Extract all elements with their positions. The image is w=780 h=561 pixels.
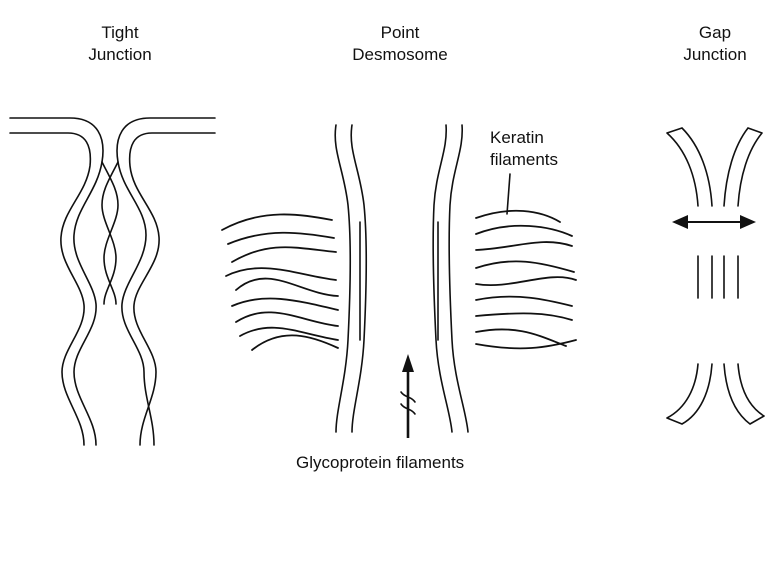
glycoprotein-arrow-head (402, 354, 414, 372)
glycoprotein-arrow (400, 354, 416, 438)
left-keratin-filament (239, 326, 339, 341)
glycoprotein-arrow-filaments (400, 391, 416, 415)
right-keratin-filament (475, 224, 573, 237)
desmosome-left-membrane-inner (350, 124, 368, 433)
tight-junction-membranes (9, 117, 216, 446)
gap-junction-title-line2: Junction (683, 45, 747, 64)
keratin-label-line2: filaments (490, 150, 559, 169)
gap-lower-left-membrane (666, 363, 713, 425)
glycoprotein-filaments-label: Glycoprotein filaments (296, 453, 465, 472)
tight-junction-crossing-strand-b (101, 161, 119, 305)
gap-junction-title-line1: Gap (698, 23, 732, 42)
point-desmosome-membranes (334, 124, 469, 433)
point-desmosome-title-line1: Point (380, 23, 420, 42)
tight-junction-title-line1: Tight (101, 23, 139, 42)
tight-junction-title-line2: Junction (88, 45, 152, 64)
keratin-filaments-label: Keratin filaments (490, 127, 558, 171)
gap-junction-title: Gap Junction (655, 22, 775, 66)
point-desmosome-title-line2: Desmosome (352, 45, 448, 64)
right-keratin-filament (475, 260, 575, 273)
right-keratin-filament (475, 241, 573, 251)
gap-lower-right-membrane (723, 363, 765, 425)
left-keratin-filament (225, 267, 337, 281)
tight-junction-right-outer-membrane (116, 117, 216, 446)
desmosome-right-membrane-inner (432, 124, 453, 433)
tight-junction-left-outer-membrane (9, 117, 104, 446)
left-keratin-filament (221, 213, 333, 231)
gap-upper-right-membrane (723, 127, 763, 207)
left-keratin-filament (227, 231, 335, 245)
keratin-label-pointer (506, 173, 511, 215)
left-keratin-filament (231, 246, 337, 263)
point-desmosome-title: Point Desmosome (330, 22, 470, 66)
right-keratin-filament (475, 328, 567, 347)
gap-double-arrow-right-head (740, 215, 756, 229)
right-keratin-filament (475, 295, 573, 307)
tight-junction-right-inner-membrane (128, 132, 216, 446)
right-keratin-filament (475, 312, 573, 321)
gap-double-arrow-left-head (672, 215, 688, 229)
left-keratin-filament (231, 297, 339, 311)
gap-junction-membranes (666, 127, 765, 425)
desmosome-right-membrane-outer (448, 124, 469, 433)
left-keratin-filaments (221, 213, 339, 351)
desmosome-left-membrane-outer (334, 124, 352, 433)
tight-junction-left-inner-membrane (9, 132, 92, 446)
right-keratin-filament (475, 276, 577, 286)
tight-junction-title: Tight Junction (55, 22, 185, 66)
left-keratin-filament (235, 311, 339, 327)
left-keratin-filament (235, 277, 339, 297)
right-keratin-filament (475, 339, 577, 350)
keratin-label-line1: Keratin (490, 128, 544, 147)
right-keratin-filaments (475, 209, 577, 350)
right-keratin-filament (475, 209, 561, 223)
left-keratin-filament (251, 334, 339, 351)
gap-upper-left-membrane (666, 127, 713, 207)
